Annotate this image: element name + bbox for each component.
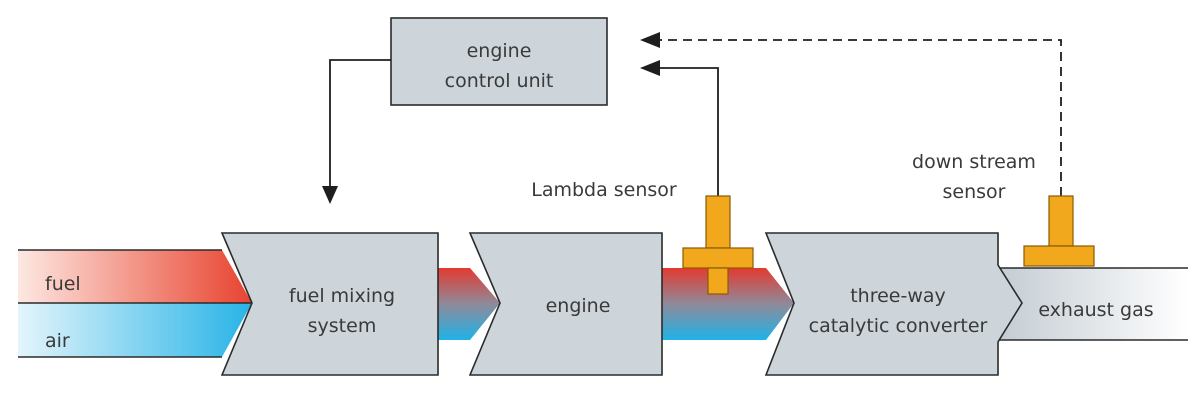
downstream-feedback-arrowhead [640,32,660,48]
ecu-to-mixer-line [329,59,391,186]
downstream-sensor-label-line1: down stream [912,151,1036,173]
converter-label-line1: three-way [850,285,946,307]
exhaust-gas-label: exhaust gas [1038,299,1153,321]
engine-label: engine [546,295,611,317]
ecu-label-line2: control unit [445,70,554,92]
lambda-feedback-arrowhead [640,60,660,76]
converter-label-line2: catalytic converter [809,315,988,337]
engine-control-unit-box: engine control unit [390,17,608,106]
ecu-label-line1: engine [467,40,532,62]
downstream-feedback-line [660,39,1062,196]
mixer-label-line2: system [308,315,377,337]
mixed-stream-1 [438,268,500,340]
air-label: air [45,330,70,352]
lambda-sensor-label: Lambda sensor [531,179,677,201]
downstream-sensor [1023,195,1095,267]
fuel-stream [18,250,252,303]
lambda-sensor [682,195,754,295]
engine-box: engine [468,232,663,376]
exhaust-outlet-stream [998,268,1188,340]
fuel-mixing-system-box: fuel mixing system [220,232,439,376]
lambda-feedback-line [660,67,719,196]
ecu-to-mixer-arrowhead [322,186,338,204]
catalytic-converter-box: three-way catalytic converter [764,232,1023,376]
downstream-sensor-label-line2: sensor [943,181,1006,203]
air-stream [18,303,252,357]
fuel-label: fuel [45,273,81,295]
mixer-label-line1: fuel mixing [289,285,395,307]
exhaust-stream-hot [662,268,794,340]
